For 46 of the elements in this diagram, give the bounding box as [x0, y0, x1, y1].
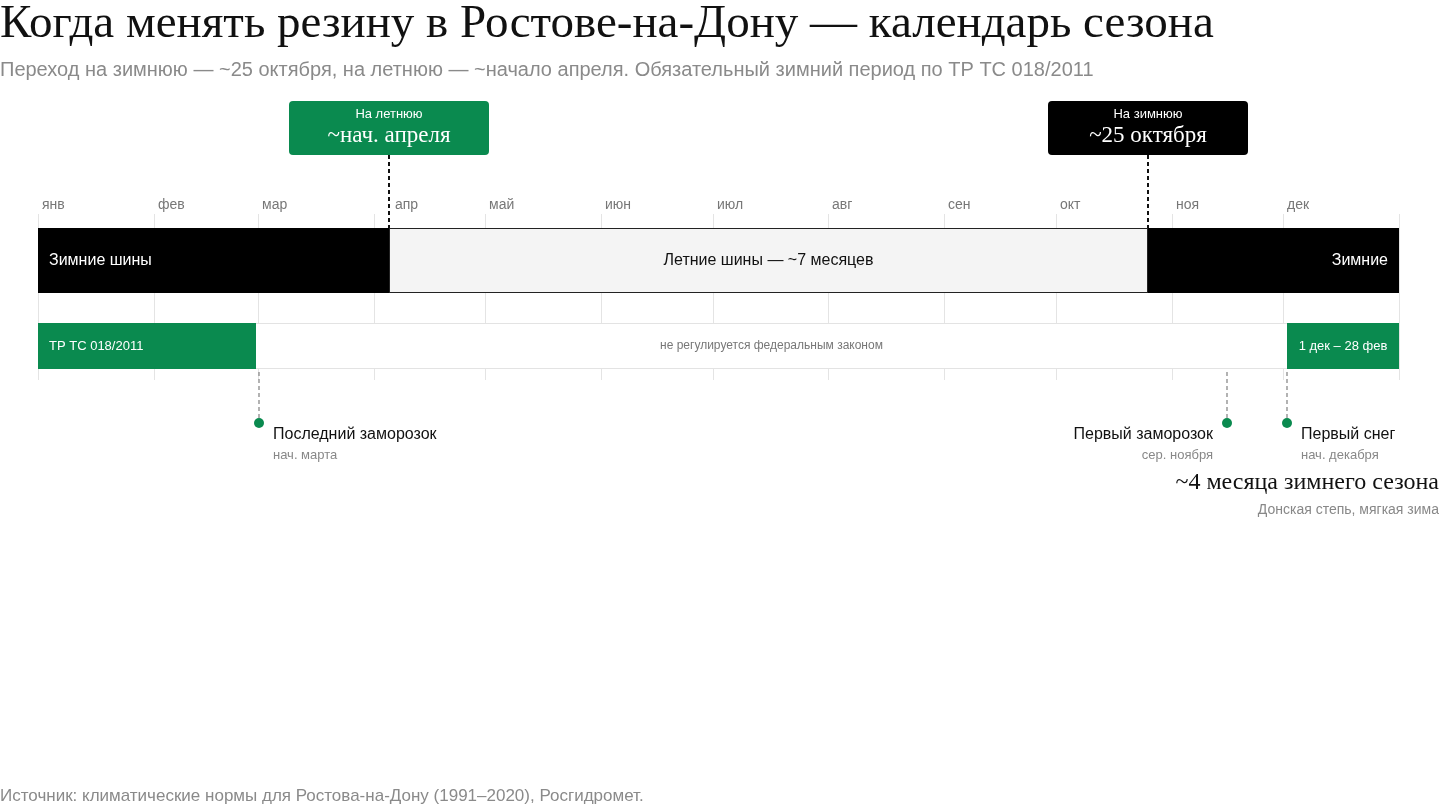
- segment-label: Зимние: [1331, 251, 1388, 270]
- diagram-title: Когда менять резину в Ростове-на-Дону — календарь сезона: [0, 0, 1214, 49]
- month-label: ноя: [1176, 196, 1200, 213]
- regulation-band: [256, 323, 1287, 369]
- marker-label: Первый снег: [1301, 425, 1396, 444]
- date-note: сер. ноября: [1141, 448, 1213, 463]
- callout-date: ~нач. апреля: [327, 122, 451, 149]
- leader-line: [388, 154, 390, 229]
- segment-label: Летние шины — ~7 месяцев: [663, 251, 874, 270]
- month-label: дек: [1287, 196, 1310, 213]
- regulation-band: [1287, 323, 1399, 369]
- season-summary: ~4 месяца зимнего сезона: [1175, 468, 1439, 496]
- month-label: фев: [158, 196, 185, 213]
- band-label: не регулируется федеральным законом: [660, 339, 883, 353]
- month-label: авг: [832, 196, 853, 213]
- dot-icon: [1282, 418, 1292, 428]
- regulation-band: [38, 323, 256, 369]
- band-label: 1 дек – 28 фев: [1298, 338, 1388, 354]
- source-note: Источник: климатические нормы для Ростова-на-Дону (1991–2020), Росгидромет.: [0, 786, 644, 806]
- month-label: июл: [717, 196, 744, 213]
- leader-line: [1147, 154, 1149, 229]
- band-label: ТР ТС 018/2011: [49, 338, 144, 354]
- callout-box: [289, 101, 489, 155]
- month-label: мар: [262, 196, 288, 213]
- month-label: июн: [605, 196, 632, 213]
- month-label: янв: [42, 196, 65, 213]
- month-label: май: [489, 196, 515, 213]
- month-label: апр: [395, 196, 419, 213]
- date-note: нач. декабря: [1301, 448, 1379, 463]
- month-label: окт: [1060, 196, 1081, 213]
- date-note: нач. марта: [273, 448, 338, 463]
- callout-heading: На летнюю: [355, 107, 423, 123]
- callout-heading: На зимнюю: [1113, 107, 1183, 123]
- month-label: сен: [948, 196, 971, 213]
- callout-box: [1048, 101, 1248, 155]
- dot-icon: [254, 418, 264, 428]
- climate-note: Донская степь, мягкая зима: [1257, 501, 1439, 518]
- callout-date: ~25 октября: [1089, 122, 1207, 149]
- marker-label: Первый заморозок: [1073, 425, 1213, 444]
- marker-label: Последний заморозок: [273, 425, 437, 444]
- segment-label: Зимние шины: [49, 251, 152, 270]
- subtitle: Переход на зимнюю — ~25 октября, на летнюю — ~начало апреля. Обязательный зимний период по ТР ТС 018/2011: [0, 58, 1094, 81]
- season-bar-segment: [1148, 228, 1399, 293]
- dot-icon: [1222, 418, 1232, 428]
- season-bar-segment: [38, 228, 389, 293]
- season-bar-segment: [389, 228, 1148, 293]
